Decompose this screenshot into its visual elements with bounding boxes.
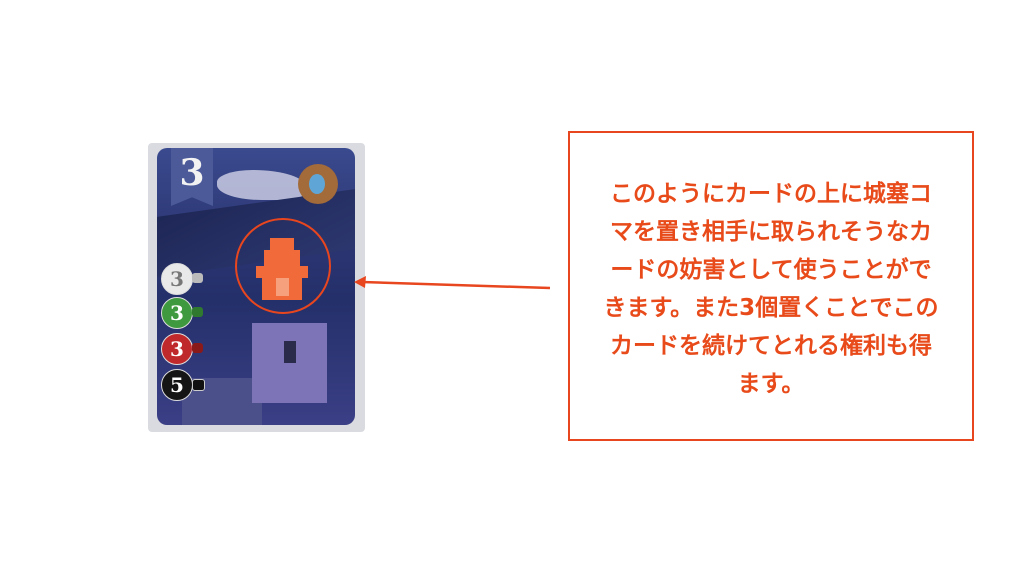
cost-black: 5 [161, 369, 205, 401]
cost-red: 3 [161, 333, 203, 365]
annotation-box: このようにカードの上に城塞コ マを置き相手に取られそうなカ ードの妨害として使う… [568, 131, 974, 441]
annotation-line: カードを続けてとれる権利も得 [610, 333, 932, 359]
card-art-cloud [217, 170, 307, 200]
cost-green: 3 [161, 297, 203, 329]
annotation-line: マを置き相手に取られそうなカ [610, 219, 932, 245]
card-art-tower [252, 323, 327, 403]
annotation-line: ードの妨害として使うことがで [610, 257, 932, 283]
card-number: 3 [179, 152, 205, 194]
annotation-text: このようにカードの上に城塞コ マを置き相手に取られそうなカ ードの妨害として使う… [570, 175, 972, 403]
cost-silver: 3 [161, 263, 203, 295]
annotation-line: きます。また3個置くことでこの [603, 295, 939, 321]
gem-token-icon [298, 164, 338, 204]
annotation-line: このようにカードの上に城塞コ [610, 181, 932, 207]
highlight-circle [235, 218, 331, 314]
card-number-banner: 3 [171, 148, 213, 206]
annotation-line: ます。 [737, 371, 805, 397]
pointer-arrow-icon [354, 276, 551, 290]
